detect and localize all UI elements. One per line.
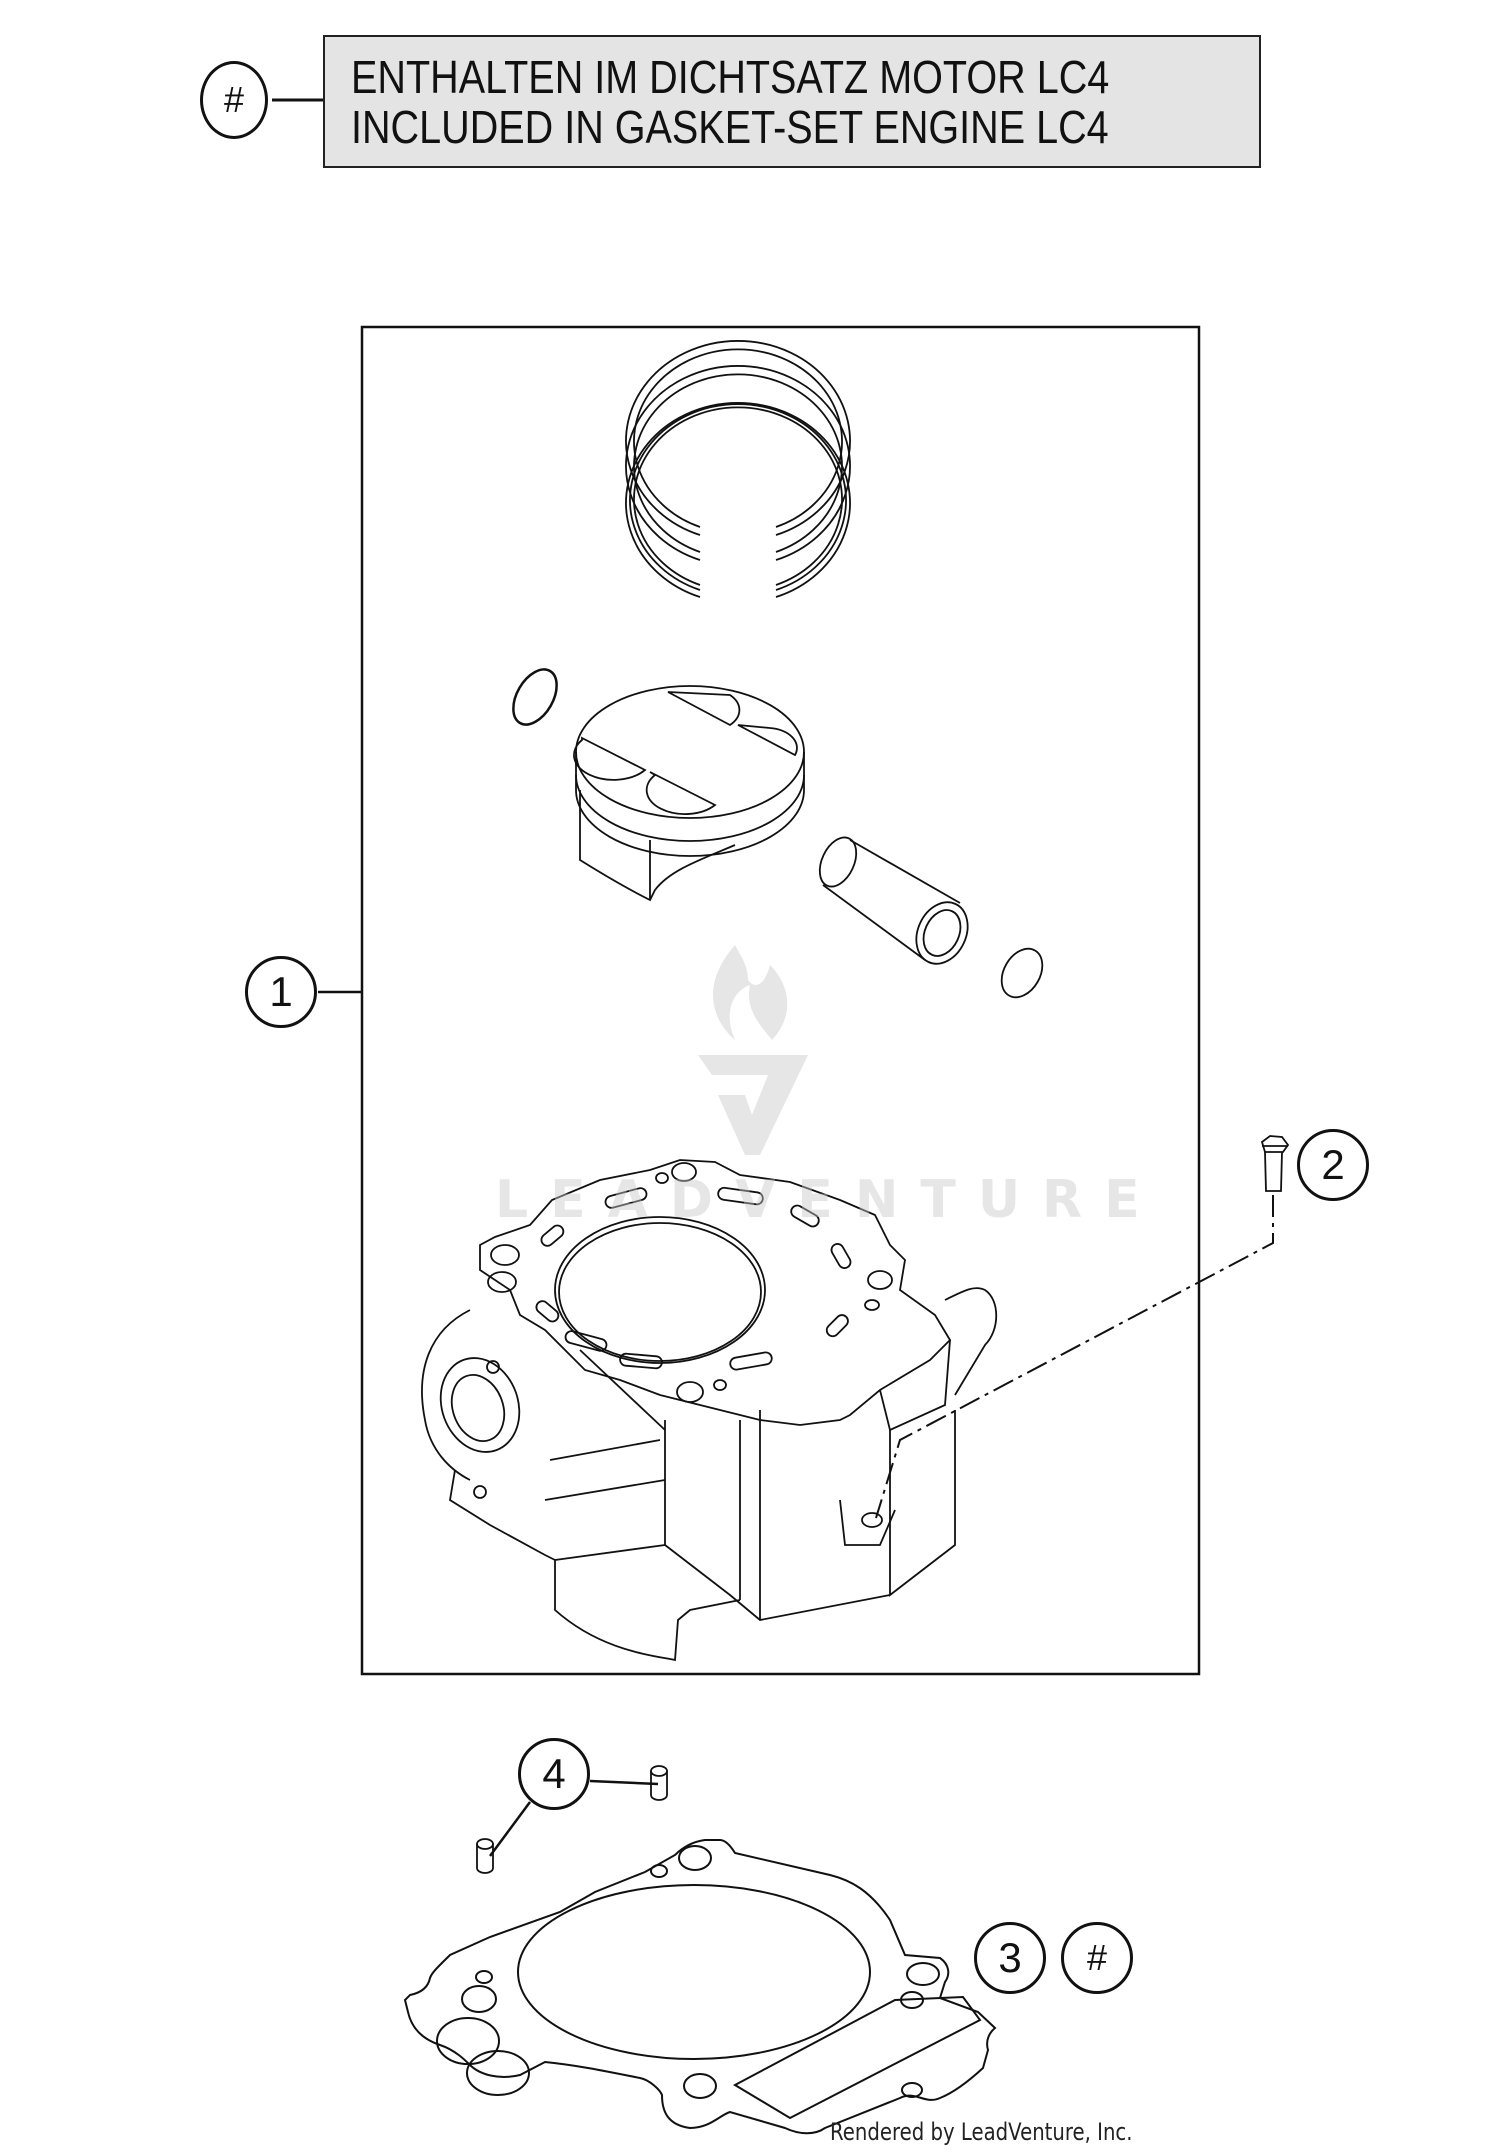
callout-4-leader-left [488,1801,532,1857]
circlip-left [512,668,558,726]
circlip-right [1000,947,1044,999]
bolt [1260,1135,1290,1192]
watermark-text: LEADVENTURE [495,1170,1162,1230]
callout-3[interactable]: 3 [974,1922,1046,1994]
piston-pin [818,836,969,965]
base-gasket [403,1839,997,2135]
callout-1[interactable]: 1 [245,956,317,1028]
legend-box: ENTHALTEN IM DICHTSATZ MOTOR LC4 INCLUDE… [323,35,1261,168]
legend-hash-symbol: # [200,61,268,139]
watermark-logo [698,945,808,1155]
cylinder [421,1159,998,1662]
callout-gasket-set-marker[interactable]: # [1061,1922,1133,1994]
cylinder-kit-frame [360,325,1201,1676]
legend-line-english: INCLUDED IN GASKET-SET ENGINE LC4 [351,100,1109,153]
piston-rings [625,340,851,598]
callout-4[interactable]: 4 [518,1738,590,1810]
dowel-pins [476,1765,668,1874]
render-credit: Rendered by LeadVenture, Inc. [830,2118,1133,2146]
callout-4-leader-right [589,1779,659,1786]
piston [573,685,805,902]
legend-line-german: ENTHALTEN IM DICHTSATZ MOTOR LC4 [351,50,1110,103]
callout-2-leader [875,1195,1274,1519]
callout-2[interactable]: 2 [1297,1129,1369,1201]
